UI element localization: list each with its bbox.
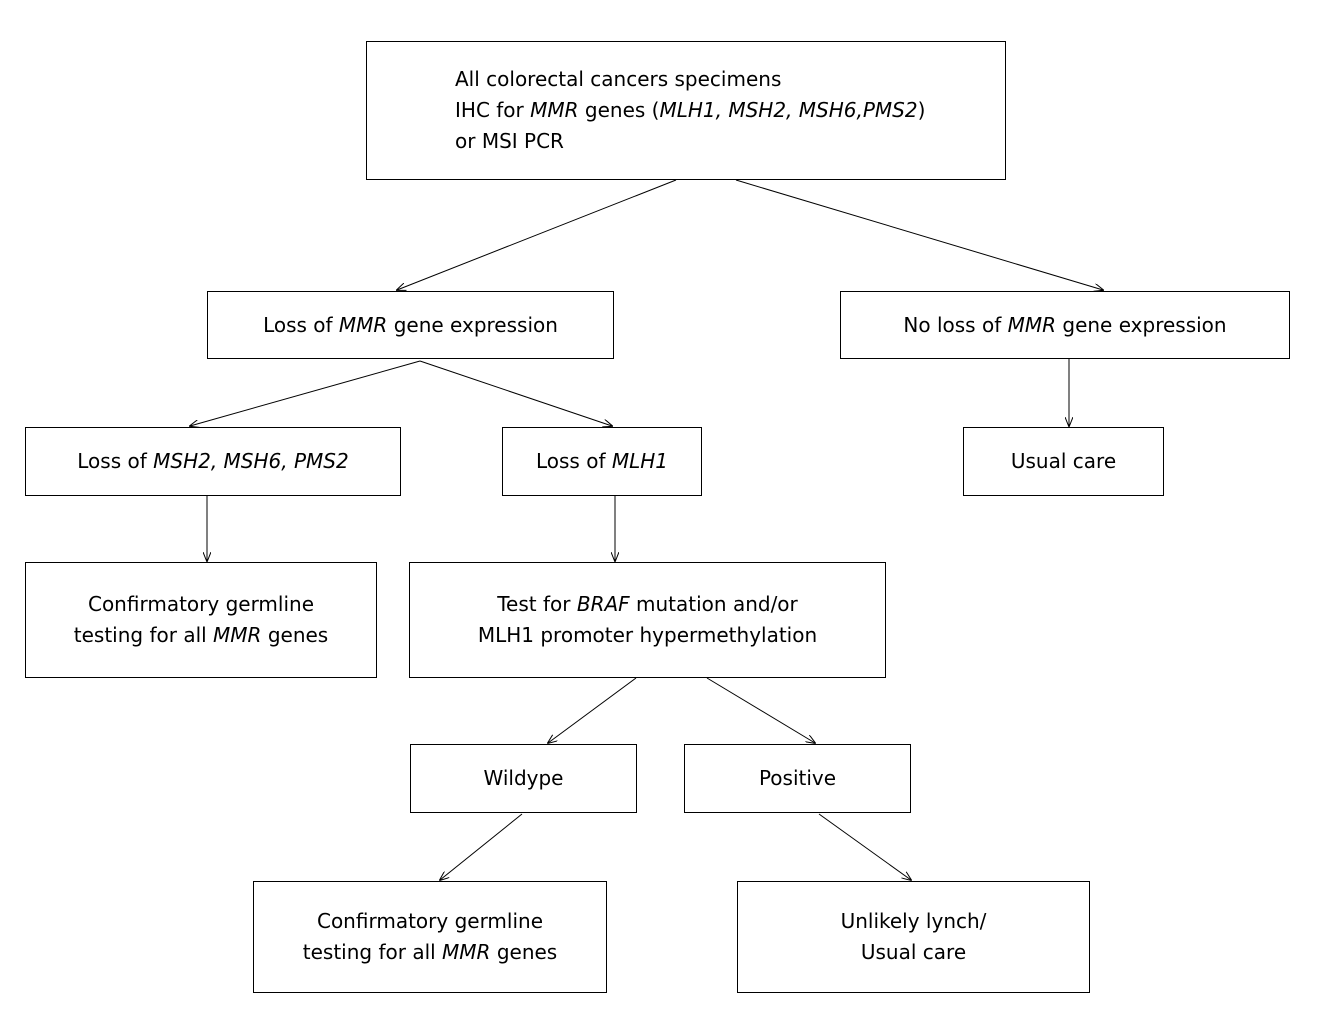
node-unlikely-lynch-line1: Unlikely lynch/ — [840, 909, 987, 933]
node-root: All colorectal cancers specimens IHC for… — [366, 41, 1006, 180]
node-positive: Positive — [684, 744, 911, 813]
text-segment-italic: MMR — [1007, 312, 1057, 337]
node-loss-msh-label: Loss of MSH2, MSH6, PMS2 — [77, 446, 348, 477]
node-no-loss-mmr-label: No loss of MMR gene expression — [903, 310, 1226, 341]
node-loss-mmr-label: Loss of MMR gene expression — [263, 310, 558, 341]
arrow-loss-mmr-to-loss-mlh1 — [419, 360, 612, 426]
node-loss-mmr: Loss of MMR gene expression — [207, 291, 614, 359]
text-segment-italic: MMR — [338, 312, 388, 337]
text-segment: ) — [917, 98, 926, 122]
node-confirmatory-1-line1: Confirmatory germline — [87, 592, 315, 616]
node-loss-mlh1: Loss of MLH1 — [502, 427, 702, 496]
arrow-positive-to-unlikely-lynch — [818, 813, 911, 880]
text-segment: mutation and/or — [629, 592, 798, 616]
text-segment-italic: MMR — [530, 98, 579, 122]
text-segment: testing for all — [302, 940, 443, 964]
text-segment-italic: MSH2, MSH6, PMS2 — [153, 449, 349, 473]
text-segment-italic: BRAF — [576, 592, 630, 616]
node-positive-label: Positive — [758, 766, 837, 790]
node-confirmatory-2: Confirmatory germline testing for all MM… — [253, 881, 607, 993]
node-wildtype-label: Wildype — [483, 766, 564, 790]
node-root-line2: IHC for MMR genes (MLH1, MSH2, MSH6,PMS2… — [455, 95, 925, 126]
text-segment-italic: MMR — [442, 940, 491, 964]
arrow-braf-test-to-wildtype — [548, 677, 637, 743]
arrow-loss-mmr-to-loss-msh — [190, 360, 421, 426]
node-confirmatory-1: Confirmatory germline testing for all MM… — [25, 562, 377, 678]
node-wildtype: Wildype — [410, 744, 637, 813]
text-segment: Loss of — [263, 312, 339, 337]
node-loss-msh: Loss of MSH2, MSH6, PMS2 — [25, 427, 401, 496]
node-braf-test: Test for BRAF mutation and/or MLH1 promo… — [409, 562, 886, 678]
node-unlikely-lynch: Unlikely lynch/ Usual care — [737, 881, 1090, 993]
arrow-braf-test-to-positive — [706, 677, 815, 743]
text-segment: genes — [261, 623, 329, 647]
text-segment-italic: MLH1 — [611, 449, 669, 473]
text-segment: testing for all — [73, 623, 214, 647]
node-unlikely-lynch-line2: Usual care — [860, 940, 967, 964]
node-usual-care-label: Usual care — [1010, 449, 1117, 473]
text-segment: Loss of — [77, 449, 154, 473]
text-segment: gene expression — [1056, 312, 1227, 337]
text-segment-italic: MMR — [213, 623, 262, 647]
text-segment: IHC for — [455, 98, 531, 122]
text-segment: genes ( — [578, 98, 660, 122]
text-segment: Test for — [497, 592, 577, 616]
node-braf-test-line1: Test for BRAF mutation and/or — [497, 589, 798, 620]
node-loss-mlh1-label: Loss of MLH1 — [536, 446, 668, 477]
arrow-root-to-loss-mmr — [397, 179, 677, 290]
text-segment: Loss of — [535, 449, 612, 473]
node-braf-test-line2: MLH1 promoter hypermethylation — [477, 623, 818, 647]
node-root-line3: or MSI PCR — [455, 129, 564, 153]
text-segment: gene expression — [387, 312, 558, 337]
node-no-loss-mmr: No loss of MMR gene expression — [840, 291, 1290, 359]
node-confirmatory-2-line1: Confirmatory germline — [316, 909, 544, 933]
node-confirmatory-2-line2: testing for all MMR genes — [303, 937, 557, 968]
text-segment: genes — [490, 940, 558, 964]
text-segment-italic: MLH1, MSH2, MSH6,PMS2 — [659, 98, 918, 122]
node-usual-care: Usual care — [963, 427, 1164, 496]
text-segment: No loss of — [903, 312, 1008, 337]
arrow-root-to-no-loss-mmr — [735, 179, 1103, 290]
node-root-line1: All colorectal cancers specimens — [455, 67, 782, 91]
arrow-wildtype-to-confirmatory-2 — [440, 813, 523, 880]
node-confirmatory-1-line2: testing for all MMR genes — [74, 620, 328, 651]
